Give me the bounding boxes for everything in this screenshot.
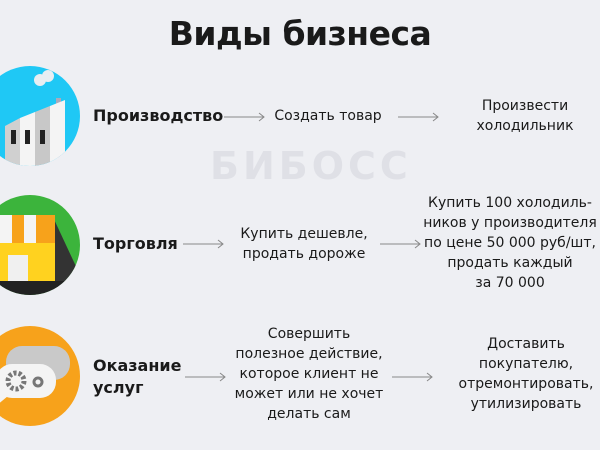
row-label-services: Оказание услуг xyxy=(93,356,182,397)
shop-icon xyxy=(0,195,80,295)
row-label-production: Производство xyxy=(93,106,224,125)
arrow-icon xyxy=(185,372,226,382)
example-production: Произвести холодильник xyxy=(476,98,574,134)
example-trade: Купить 100 холодиль- ников у производите… xyxy=(423,195,597,291)
watermark: БИБОСС xyxy=(210,144,412,188)
step-production: Создать товар xyxy=(274,108,382,124)
row-label-trade: Торговля xyxy=(93,234,178,253)
service-gears-icon xyxy=(0,326,80,426)
step-services: Совершить полезное действие, которое кли… xyxy=(234,326,384,422)
arrow-icon xyxy=(392,372,433,382)
page-title: Виды бизнеса xyxy=(168,14,432,53)
arrow-icon xyxy=(398,112,439,122)
factory-icon xyxy=(0,66,80,166)
example-services: Доставить покупателю, отремонтировать, у… xyxy=(458,336,594,412)
arrow-icon xyxy=(224,112,265,122)
arrow-icon xyxy=(380,239,421,249)
step-trade: Купить дешевле, продать дороже xyxy=(240,226,368,262)
arrow-icon xyxy=(183,239,224,249)
